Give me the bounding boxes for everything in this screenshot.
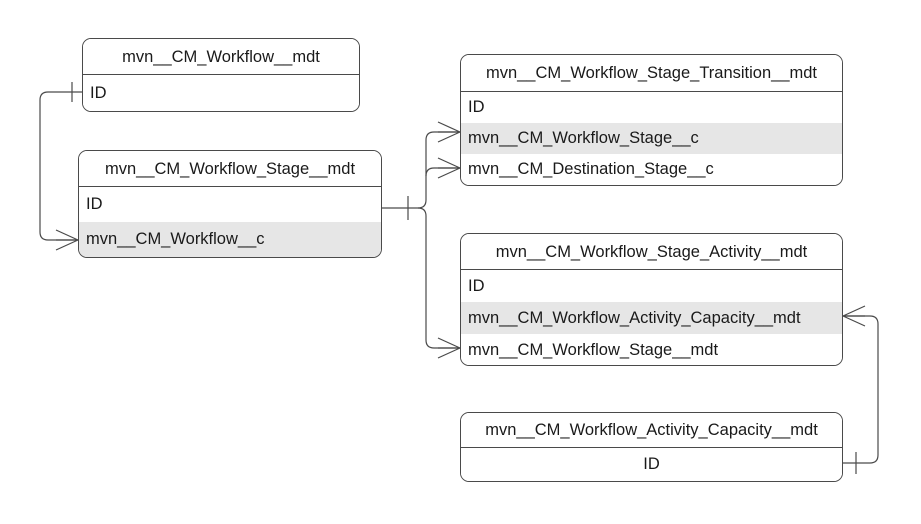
connector-stage-to-transition-stage	[417, 131, 460, 209]
crowsfoot-activity-capacity-fk	[842, 305, 866, 327]
entity-title: mvn__CM_Workflow_Activity_Capacity__mdt	[461, 413, 842, 448]
entity-field-row-foreign-key[interactable]: mvn__CM_Destination_Stage__c	[461, 154, 842, 185]
entity-mvn-cm-workflow-activity-capacity-mdt[interactable]: mvn__CM_Workflow_Activity_Capacity__mdt …	[460, 412, 843, 482]
crowsfoot-activity-stage-fk	[437, 337, 461, 359]
entity-field-row-foreign-key[interactable]: mvn__CM_Workflow__c	[79, 222, 381, 257]
entity-field-row-foreign-key[interactable]: mvn__CM_Workflow_Activity_Capacity__mdt	[461, 302, 842, 334]
entity-field-row[interactable]: ID	[83, 75, 359, 111]
entity-field-row[interactable]: ID	[79, 187, 381, 222]
crowsfoot-stage-workflow-fk	[55, 229, 79, 251]
entity-mvn-cm-workflow-stage-activity-mdt[interactable]: mvn__CM_Workflow_Stage_Activity__mdt ID …	[460, 233, 843, 366]
entity-field-row[interactable]: ID	[461, 448, 842, 481]
entity-field-row[interactable]: ID	[461, 270, 842, 302]
entity-title: mvn__CM_Workflow_Stage__mdt	[79, 151, 381, 187]
entity-mvn-cm-workflow-stage-mdt[interactable]: mvn__CM_Workflow_Stage__mdt ID mvn__CM_W…	[78, 150, 382, 258]
entity-field-row-foreign-key[interactable]: mvn__CM_Workflow_Stage__mdt	[461, 334, 842, 365]
crowsfoot-transition-stage-fk	[437, 121, 461, 143]
entity-field-row[interactable]: ID	[461, 92, 842, 123]
connector-workflow-to-stage	[39, 91, 82, 241]
connector-capacity-to-activity	[843, 315, 879, 464]
crowsfoot-transition-destination-fk	[437, 157, 461, 179]
entity-title: mvn__CM_Workflow_Stage_Transition__mdt	[461, 55, 842, 92]
entity-mvn-cm-workflow-stage-transition-mdt[interactable]: mvn__CM_Workflow_Stage_Transition__mdt I…	[460, 54, 843, 186]
entity-mvn-cm-workflow-mdt[interactable]: mvn__CM_Workflow__mdt ID	[82, 38, 360, 112]
connector-stage-to-activity-stage	[417, 207, 460, 349]
connector-stage-to-transition-destination	[425, 167, 460, 177]
entity-title: mvn__CM_Workflow__mdt	[83, 39, 359, 75]
entity-title: mvn__CM_Workflow_Stage_Activity__mdt	[461, 234, 842, 270]
entity-field-row-foreign-key[interactable]: mvn__CM_Workflow_Stage__c	[461, 123, 842, 154]
